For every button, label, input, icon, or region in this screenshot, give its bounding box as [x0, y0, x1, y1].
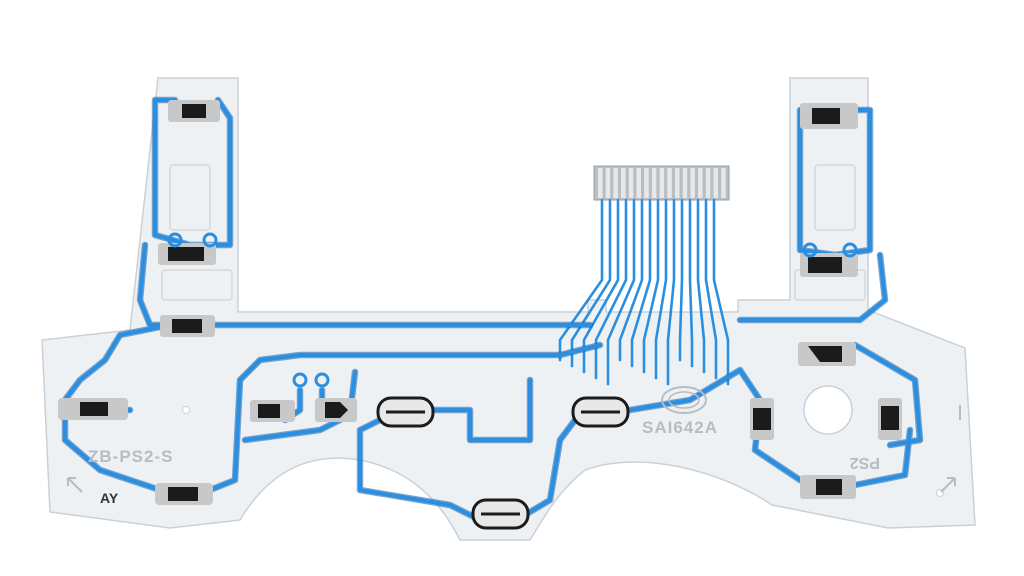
via-points — [167, 232, 858, 388]
pad-cross — [800, 475, 856, 499]
ribbon-trace — [696, 198, 706, 374]
ribbon-trace — [678, 198, 684, 362]
connector-stripe — [721, 168, 726, 198]
ribbon-traces — [558, 198, 730, 386]
ribbon-trace — [582, 198, 620, 374]
connector-stripe — [690, 168, 695, 198]
pad-dpad-down — [155, 483, 213, 505]
connector-stripe — [705, 168, 711, 198]
oval-contact-analog — [471, 498, 530, 530]
ribbon-trace — [630, 198, 652, 368]
connector-stripe — [659, 168, 665, 198]
small-hole-left — [182, 406, 190, 414]
oval-contact-select — [376, 396, 435, 428]
connector-stripe — [667, 168, 672, 198]
contact-pads — [58, 100, 902, 505]
ribbon-trace — [594, 198, 628, 380]
connector-stripe — [628, 168, 634, 198]
circuit-traces — [61, 96, 924, 524]
connector-stripe — [644, 168, 649, 198]
pad-circle — [878, 398, 902, 440]
connector-stripes — [598, 168, 726, 198]
connector-stripe — [636, 168, 641, 198]
pad-dpad-up — [315, 398, 357, 422]
ribbon-trace — [618, 198, 644, 362]
connector-stripe — [713, 168, 718, 198]
oval-contact-start — [571, 396, 630, 428]
connector-stripe — [698, 168, 703, 198]
pad-r1 — [800, 253, 858, 277]
pad-l1 — [158, 243, 216, 265]
connector-stripe — [682, 168, 688, 198]
mirror-label: PS2 — [850, 454, 880, 471]
pad-square — [750, 398, 774, 440]
connector-stripe — [651, 168, 657, 198]
connector-stripe — [621, 168, 626, 198]
pad-r2 — [800, 103, 858, 129]
connector-stripe — [605, 168, 611, 198]
membrane-film — [41, 77, 976, 541]
connector-stripe — [613, 168, 618, 198]
ribbon-trace — [558, 198, 604, 362]
ribbon-trace — [712, 198, 730, 386]
ribbon-trace — [606, 198, 636, 386]
oval-contacts — [376, 396, 630, 530]
oval-logo-icon — [661, 386, 707, 414]
corner-label: AY — [100, 490, 119, 506]
ribbon-trace — [704, 198, 718, 380]
film-windows — [161, 164, 866, 301]
model-label: ZB-PS2-S — [88, 447, 173, 466]
connector-stripe — [598, 168, 603, 198]
connector-stripe — [675, 168, 680, 198]
ribbon-trace — [654, 198, 668, 380]
ribbon-trace — [666, 198, 676, 386]
pad-dpad-right — [250, 400, 295, 422]
pad-select-left — [160, 315, 215, 337]
pad-triangle — [798, 342, 856, 366]
arrow-marks — [67, 405, 961, 493]
pad-l2 — [168, 100, 220, 122]
round-hole — [803, 385, 853, 435]
ribbon-trace — [688, 198, 694, 368]
code-label: SAI642A — [642, 418, 718, 437]
ribbon-trace — [642, 198, 660, 374]
pad-dpad-left — [58, 398, 128, 420]
